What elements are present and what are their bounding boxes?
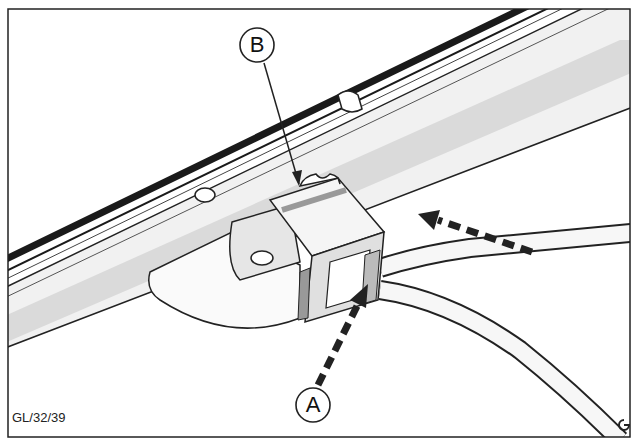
figure-code: GL/32/39 — [12, 410, 66, 425]
wiper-blade-and-arm — [8, 9, 630, 437]
callout-circle: A — [295, 387, 331, 423]
publisher-mark — [619, 420, 629, 430]
callout-letter: A — [306, 394, 321, 416]
callout-letter: B — [250, 34, 265, 56]
callout-circle: B — [239, 27, 275, 63]
frame — [8, 9, 630, 437]
